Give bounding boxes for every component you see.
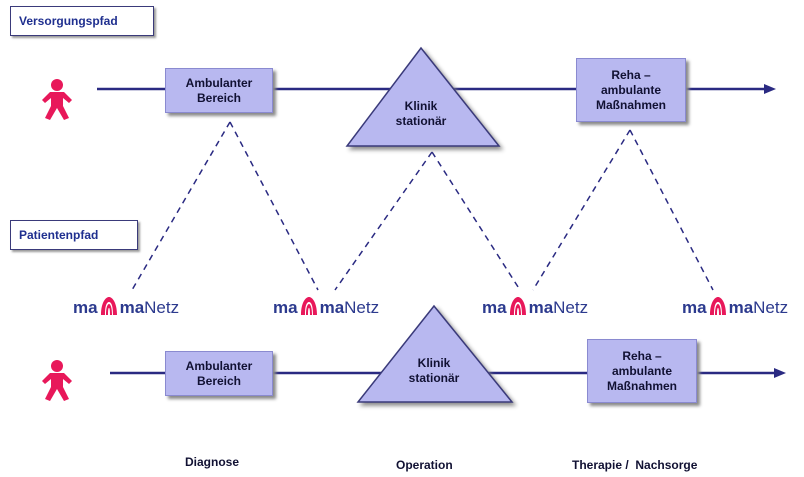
versorgungspfad-label: Versorgungspfad (10, 6, 154, 36)
step-ambulant-top: Ambulanter Bereich (165, 68, 273, 113)
person-icon (42, 360, 72, 401)
klinik-triangle-top (345, 46, 501, 147)
connector-reha-right (629, 129, 714, 291)
ribbon-icon (509, 297, 526, 315)
klinik-triangle-bottom (356, 304, 514, 403)
connector-ambulant-left (131, 121, 231, 291)
step-ambulant-bottom: Ambulanter Bereich (165, 351, 273, 396)
patientenpfad-label: Patientenpfad (10, 220, 138, 250)
step-klinik-top: Klinik stationär (395, 99, 447, 128)
step-reha-top: Reha – ambulante Maßnahmen (576, 58, 686, 122)
step-reha-bottom: Reha – ambulante Maßnahmen (587, 339, 697, 403)
step-klinik-bottom: Klinik stationär (408, 356, 460, 385)
arrow-right-icon (764, 84, 776, 94)
ribbon-icon (709, 297, 726, 315)
phase-diagnose: Diagnose (185, 455, 240, 469)
arrow-right-icon (774, 368, 786, 378)
ribbon-icon (300, 297, 317, 315)
phase-therapie: Therapie / Nachsorge (572, 458, 698, 472)
connector-klinik-left (334, 151, 433, 291)
connector-klinik-right (431, 151, 521, 291)
connector-ambulant-right (229, 121, 319, 291)
dashed-connectors (131, 121, 714, 291)
connector-reha-left (532, 129, 631, 291)
person-icon (42, 79, 72, 120)
phase-operation: Operation (396, 458, 453, 472)
ribbon-icon (100, 297, 117, 315)
